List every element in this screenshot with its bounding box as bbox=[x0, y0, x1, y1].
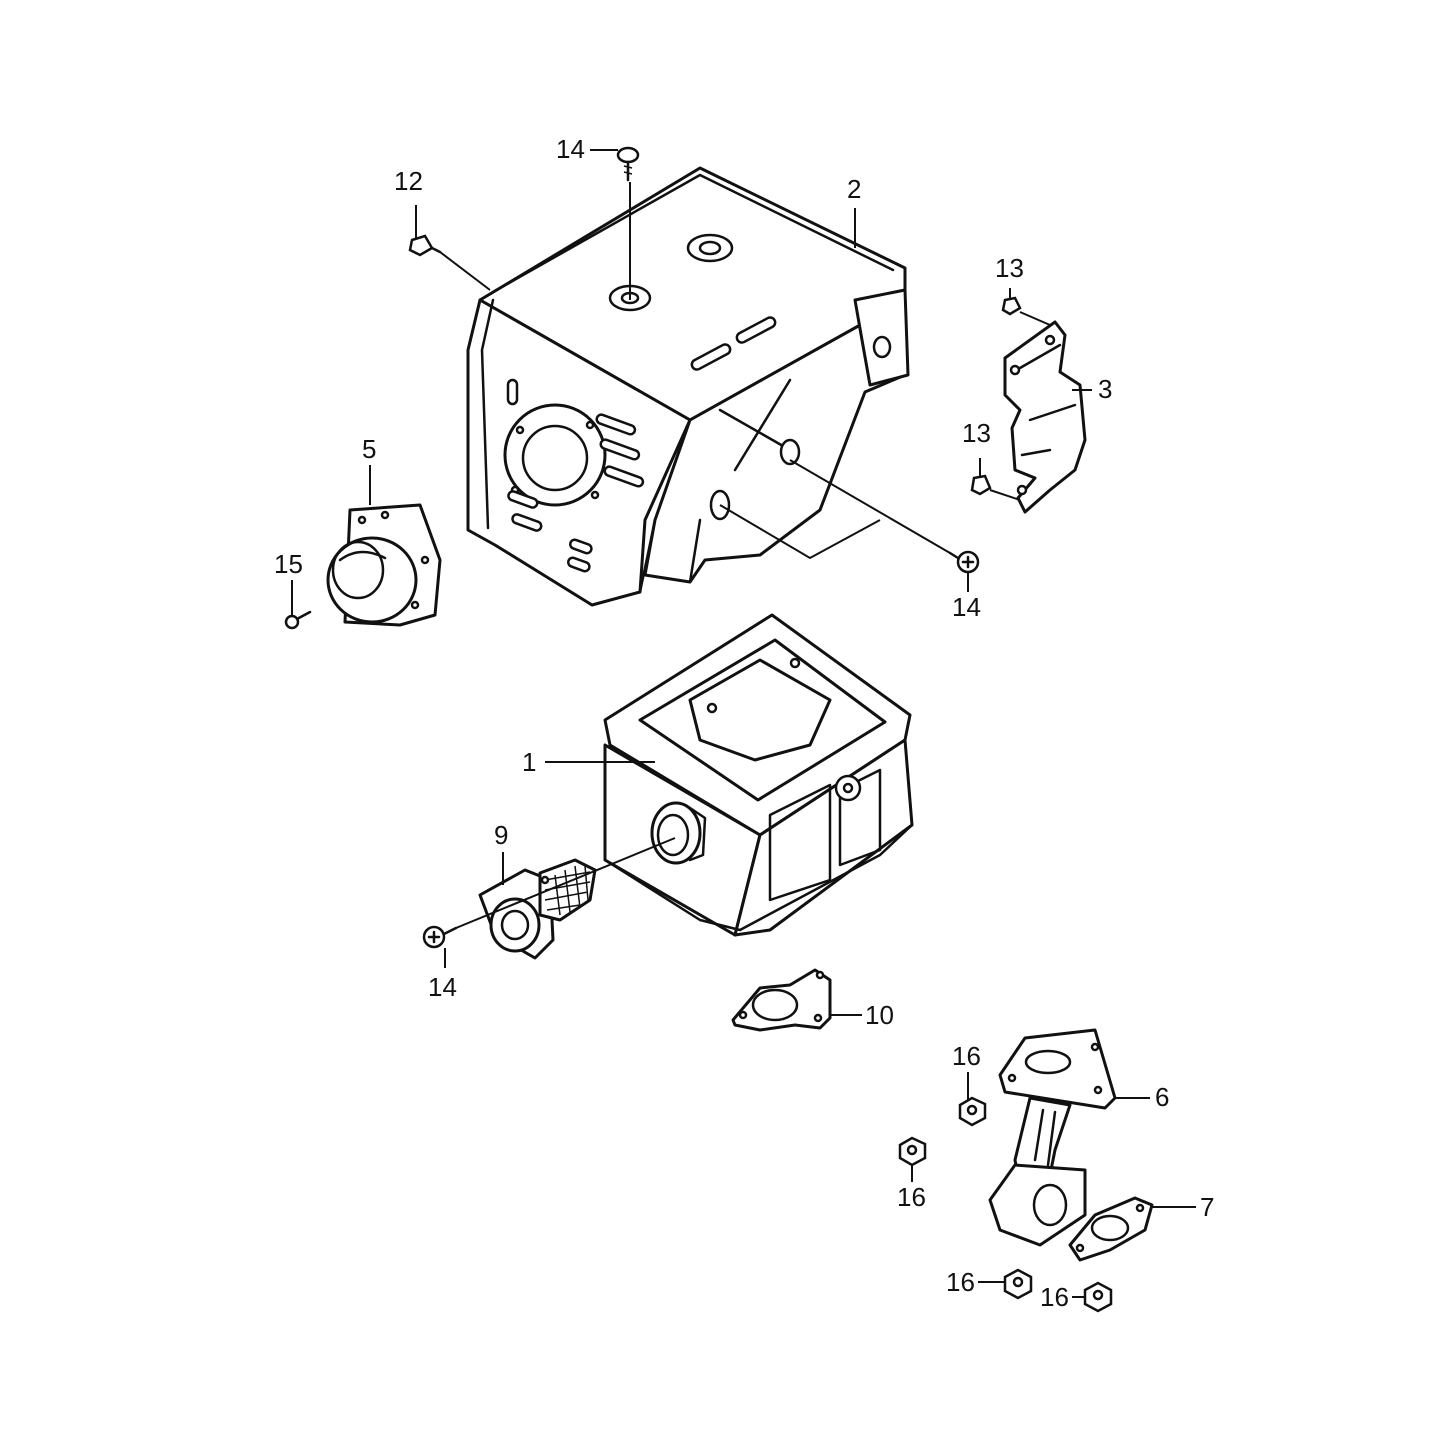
muffler-protector-part-2 bbox=[466, 166, 910, 607]
callout-14-right: 14 bbox=[952, 592, 981, 622]
callout-15: 15 bbox=[274, 549, 303, 579]
nut-16-a bbox=[958, 1096, 987, 1127]
screw-15 bbox=[284, 610, 312, 630]
callout-6: 6 bbox=[1155, 1082, 1169, 1112]
callout-12: 12 bbox=[394, 166, 423, 196]
callout-16-d: 16 bbox=[1040, 1282, 1069, 1312]
callout-16-c: 16 bbox=[946, 1267, 975, 1297]
callout-labels: 14 12 2 13 3 13 5 15 14 1 9 14 10 16 6 1… bbox=[274, 134, 1214, 1312]
nut-16-c bbox=[1003, 1268, 1033, 1300]
exhaust-manifold-part-6 bbox=[988, 1028, 1117, 1247]
screw-14-left bbox=[422, 925, 458, 949]
callout-5: 5 bbox=[362, 434, 376, 464]
callout-1: 1 bbox=[522, 747, 536, 777]
nut-16-d bbox=[1083, 1281, 1113, 1313]
screw-14-right bbox=[948, 550, 980, 574]
muffler-body-part-1 bbox=[603, 613, 914, 937]
spark-arrester-cap-part-5 bbox=[326, 503, 442, 627]
callout-16-b: 16 bbox=[897, 1182, 926, 1212]
callout-7: 7 bbox=[1200, 1192, 1214, 1222]
callout-9: 9 bbox=[494, 820, 508, 850]
callout-10: 10 bbox=[865, 1000, 894, 1030]
callout-13-lower: 13 bbox=[962, 418, 991, 448]
bracket-part-3 bbox=[1003, 320, 1087, 514]
nut-16-b bbox=[898, 1136, 927, 1167]
leader-lines bbox=[291, 149, 1196, 1298]
callout-13-upper: 13 bbox=[995, 253, 1024, 283]
screw-14-top bbox=[616, 146, 640, 182]
gasket-part-10 bbox=[731, 968, 832, 1032]
callout-2: 2 bbox=[847, 174, 861, 204]
callout-14-top: 14 bbox=[556, 134, 585, 164]
callout-14-left: 14 bbox=[428, 972, 457, 1002]
gasket-part-7 bbox=[1068, 1196, 1154, 1262]
bolt-12 bbox=[408, 234, 442, 257]
callout-16-a: 16 bbox=[952, 1041, 981, 1071]
fasteners bbox=[284, 146, 1113, 1313]
bolt-13-lower bbox=[970, 474, 992, 496]
bolt-13-upper bbox=[1001, 296, 1022, 316]
callout-3: 3 bbox=[1098, 374, 1112, 404]
spark-arrester-part-9 bbox=[478, 858, 597, 960]
